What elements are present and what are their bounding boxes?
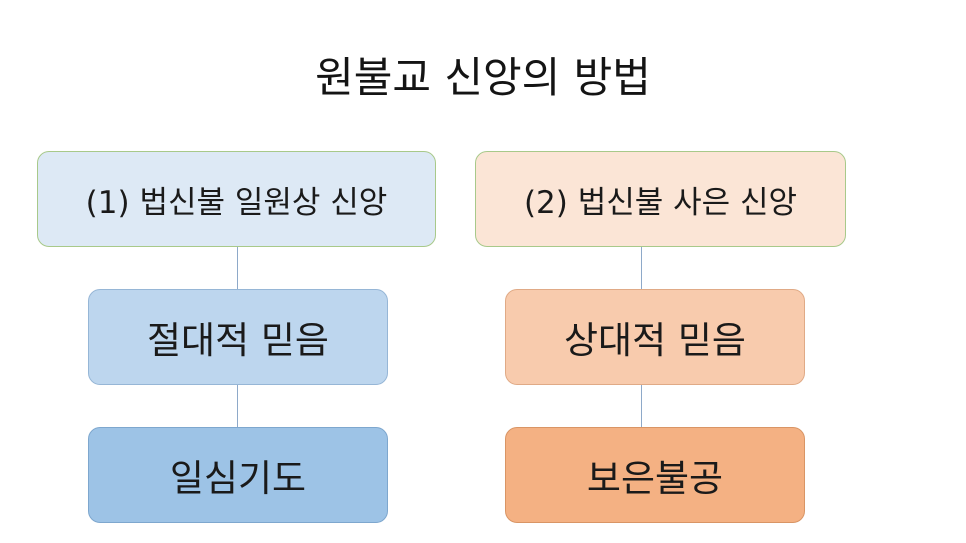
diagram-title: 원불교 신앙의 방법 — [315, 53, 651, 102]
node-right-middle-label: 상대적 믿음 — [564, 319, 746, 362]
node-left-bottom-label: 일심기도 — [169, 457, 307, 500]
connector-right-bottom — [641, 384, 642, 428]
node-right-bottom: 보은불공 — [505, 427, 805, 523]
node-right-bottom-label: 보은불공 — [586, 457, 724, 500]
node-right-header: (2) 법신불 사은 신앙 — [475, 151, 846, 247]
node-right-middle: 상대적 믿음 — [505, 289, 805, 385]
connector-left-bottom — [237, 384, 238, 428]
node-right-header-label: (2) 법신불 사은 신앙 — [523, 184, 798, 221]
node-left-middle: 절대적 믿음 — [88, 289, 388, 385]
node-left-middle-label: 절대적 믿음 — [147, 319, 329, 362]
node-left-header-label: (1) 법신불 일원상 신앙 — [85, 184, 388, 221]
connector-right-top — [641, 246, 642, 290]
node-left-bottom: 일심기도 — [88, 427, 388, 523]
connector-left-top — [237, 246, 238, 290]
node-left-header: (1) 법신불 일원상 신앙 — [37, 151, 436, 247]
